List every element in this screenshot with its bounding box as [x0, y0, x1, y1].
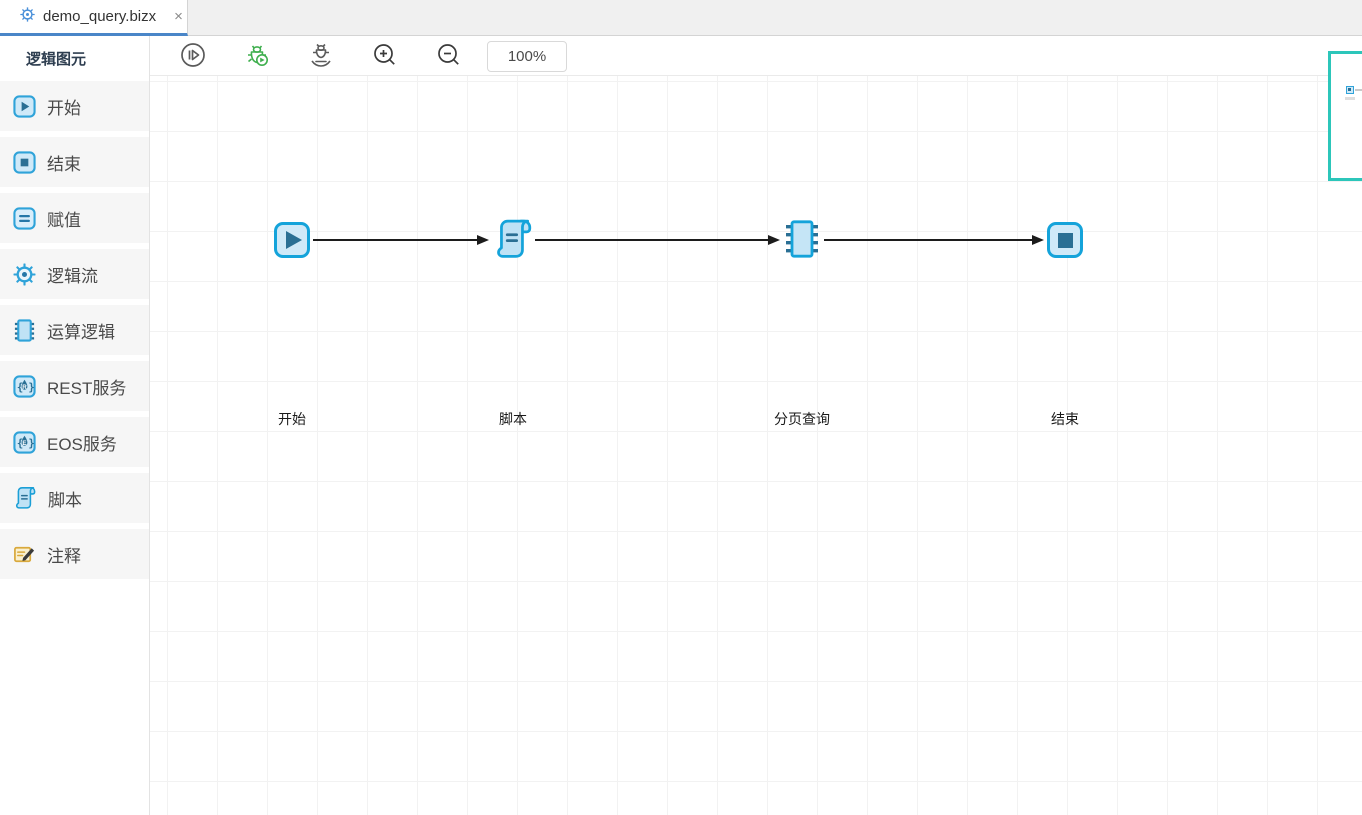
- minimap-node-dot: [1348, 88, 1351, 91]
- end-icon: [13, 150, 36, 174]
- start-icon: [13, 94, 36, 118]
- sidebar-item-label: 结束: [47, 154, 81, 174]
- tab-demo-query[interactable]: demo_query.bizx ×: [0, 0, 188, 36]
- start-node-icon: [274, 222, 310, 258]
- sidebar-item-script[interactable]: 脚本: [0, 473, 149, 523]
- node-label: 脚本: [499, 411, 527, 427]
- close-icon[interactable]: ×: [174, 8, 183, 25]
- sidebar-item-logic-flow[interactable]: 逻辑流: [0, 249, 149, 299]
- sidebar-item-label: 脚本: [48, 490, 82, 510]
- chip-node-icon: [782, 220, 822, 264]
- sidebar-item-comment[interactable]: 注释: [0, 529, 149, 579]
- sidebar-title: 逻辑图元: [26, 51, 87, 68]
- debug-hand-icon: [307, 41, 335, 74]
- sidebar-item-end[interactable]: 结束: [0, 137, 149, 187]
- minimap-edge: [1355, 89, 1362, 91]
- step-run-icon: [179, 41, 207, 74]
- sidebar-item-label: 开始: [47, 98, 81, 118]
- sidebar-item-eos-service[interactable]: { } E EOS服务: [0, 417, 149, 467]
- canvas-area: 100% 开始: [150, 36, 1362, 815]
- sidebar-item-label: 注释: [47, 546, 81, 566]
- script-node-icon: [494, 219, 532, 264]
- flow-node-end[interactable]: 结束: [1047, 222, 1083, 427]
- minimap-label: [1345, 97, 1355, 100]
- node-label: 结束: [1051, 411, 1079, 427]
- debug-hand-button[interactable]: [307, 43, 335, 71]
- assign-icon: [13, 206, 36, 230]
- flow-node-paged-query[interactable]: 分页查询: [774, 220, 830, 427]
- svg-text:R: R: [22, 383, 27, 390]
- sidebar-palette: 逻辑图元 开始 结束 赋值: [0, 36, 150, 815]
- zoom-level-button[interactable]: 100%: [487, 41, 567, 72]
- node-label: 开始: [278, 411, 306, 427]
- sidebar-item-operation-logic[interactable]: 运算逻辑: [0, 305, 149, 355]
- svg-text:{: {: [17, 437, 23, 449]
- script-scroll-icon: [13, 486, 37, 510]
- flow-node-script[interactable]: 脚本: [494, 218, 532, 427]
- canvas-toolbar: 100%: [150, 36, 1362, 76]
- flow-grid-canvas[interactable]: 开始 脚本: [150, 76, 1362, 815]
- svg-text:{: {: [17, 381, 23, 393]
- comment-note-icon: [13, 543, 36, 566]
- tab-bar: demo_query.bizx ×: [0, 0, 1362, 36]
- node-label: 分页查询: [774, 411, 830, 427]
- zoom-in-button[interactable]: [371, 43, 399, 71]
- svg-text:}: }: [28, 437, 34, 449]
- debug-run-button[interactable]: [243, 43, 271, 71]
- sidebar-item-label: REST服务: [47, 378, 127, 398]
- zoom-out-button[interactable]: [435, 43, 463, 71]
- step-run-button[interactable]: [179, 41, 207, 74]
- sidebar-item-assign[interactable]: 赋值: [0, 193, 149, 243]
- eos-service-icon: { } E: [13, 430, 36, 454]
- sidebar-item-label: 运算逻辑: [47, 322, 115, 342]
- sidebar-item-rest-service[interactable]: { } R REST服务: [0, 361, 149, 411]
- sidebar-item-label: EOS服务: [47, 434, 117, 454]
- tab-title: demo_query.bizx: [43, 8, 157, 25]
- operation-chip-icon: [13, 318, 36, 342]
- sidebar-item-start[interactable]: 开始: [0, 81, 149, 131]
- zoom-out-icon: [435, 41, 463, 74]
- zoom-level-value: 100%: [507, 48, 547, 65]
- rest-service-icon: { } R: [13, 374, 36, 398]
- debug-run-icon: [243, 41, 271, 74]
- sidebar-item-label: 逻辑流: [47, 266, 98, 286]
- sidebar-item-label: 赋值: [47, 210, 81, 230]
- minimap[interactable]: [1328, 51, 1362, 181]
- flow-node-start[interactable]: 开始: [274, 222, 310, 427]
- svg-text:E: E: [22, 439, 26, 446]
- gear-icon: [20, 6, 35, 27]
- svg-text:}: }: [28, 381, 34, 393]
- logic-flow-gear-icon: [13, 263, 36, 286]
- zoom-in-icon: [371, 41, 399, 74]
- end-node-icon: [1047, 222, 1083, 258]
